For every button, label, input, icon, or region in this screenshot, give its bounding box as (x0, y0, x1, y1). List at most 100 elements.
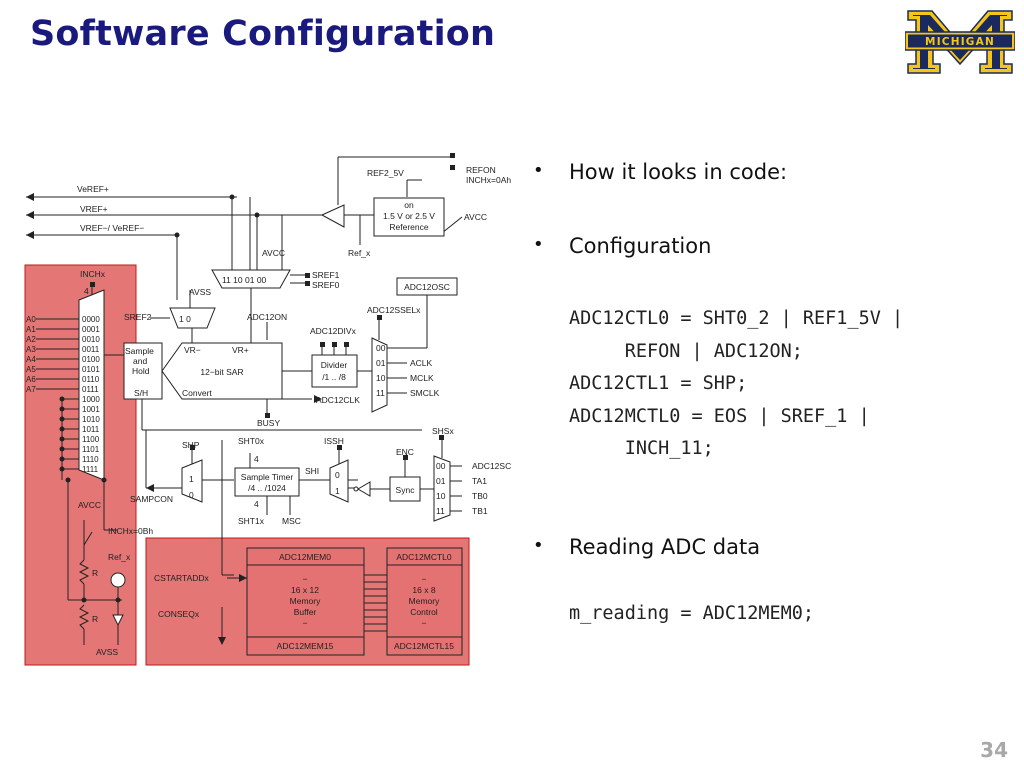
code-reading: m_reading = ADC12MEM0; (569, 603, 815, 624)
label-sync: Sync (396, 485, 416, 495)
label-avcc-ref: AVCC (464, 212, 487, 222)
label-tb0: TB0 (472, 491, 488, 501)
label-control: Control (410, 607, 438, 617)
label-adc12mem15: ADC12MEM15 (277, 641, 334, 651)
label-clk-01: 01 (376, 358, 386, 368)
mux-code-1111: 1111 (82, 465, 99, 474)
label-mctl-dash-top: − (422, 574, 427, 584)
mux-code-0001: 0001 (82, 325, 100, 334)
label-msc: MSC (282, 516, 301, 526)
adc12-block-diagram: VeREF+ VREF+ VREF−/ VeREF− REF2_5V REFON… (22, 150, 512, 670)
label-inchx-0ah: INCHx=0Ah (466, 175, 511, 185)
label-ref-x-left: Ref_x (108, 552, 131, 562)
mux-code-0100: 0100 (82, 355, 100, 364)
label-shi: SHI (305, 466, 319, 476)
code-configuration: ADC12CTL0 = SHT0_2 | REF1_5V | REFON | A… (569, 308, 904, 459)
label-adc12mctl15: ADC12MCTL15 (394, 641, 454, 651)
label-sht0x: SHT0x (238, 436, 265, 446)
logo-wordmark: MICHIGAN (925, 36, 995, 48)
label-conseq: CONSEQx (158, 609, 200, 619)
label-ta1: TA1 (472, 476, 487, 486)
label-adc12mctl0: ADC12MCTL0 (396, 552, 452, 562)
label-sref1: SREF1 (312, 270, 340, 280)
label-busy: BUSY (257, 418, 280, 428)
bullet-dot: • (533, 535, 544, 556)
label-avss: AVSS (189, 287, 211, 297)
label-mux-sh-1: 1 (189, 474, 194, 484)
bullet-dot: • (533, 234, 544, 255)
ref-voltage-text: 1.5 V or 2.5 V (383, 211, 435, 221)
label-mem-dash-top: − (303, 574, 308, 584)
mux-code-0011: 0011 (82, 345, 100, 354)
mux-code-0110: 0110 (82, 375, 100, 384)
label-mctl-memory: Memory (409, 596, 440, 606)
label-mem-size: 16 x 12 (291, 585, 319, 595)
label-sht1-bits: 4 (254, 499, 259, 509)
label-vref-minus: VREF−/ VeREF− (80, 223, 144, 233)
label-adc12sc: ADC12SC (472, 461, 511, 471)
label-convert: Convert (182, 388, 212, 398)
label-avss-left: AVSS (96, 647, 118, 657)
label-adc12on: ADC12ON (247, 312, 287, 322)
label-s-h: S/H (134, 388, 148, 398)
mux-code-1101: 1101 (82, 445, 100, 454)
memory-highlight (145, 537, 470, 666)
label-adc12osc: ADC12OSC (404, 282, 450, 292)
label-shs-00: 00 (436, 461, 446, 471)
mux-code-1011: 1011 (82, 425, 100, 434)
mux-code-0000: 0000 (82, 315, 100, 324)
label-clk-11: 11 (376, 388, 385, 398)
ref-on-text: on (404, 200, 414, 210)
label-adc12ssel: ADC12SSELx (367, 305, 421, 315)
michigan-logo: MICHIGAN (904, 8, 1016, 76)
label-shp: SHP (182, 440, 200, 450)
label-mux-sh-0: 0 (189, 490, 194, 500)
input-label-a4: A4 (26, 355, 36, 364)
mux-code-0101: 0101 (82, 365, 100, 374)
label-ref2-5v: REF2_5V (367, 168, 404, 178)
label-memory: Memory (290, 596, 321, 606)
label-r-lower: R (92, 614, 98, 624)
input-label-a1: A1 (26, 325, 36, 334)
reference-label: Reference (389, 222, 428, 232)
label-sample-timer: Sample Timer (241, 472, 294, 482)
label-mctl-dash-bottom: − (422, 618, 427, 628)
bullet-dot: • (533, 160, 544, 181)
label-refon: REFON (466, 165, 496, 175)
label-issh-0: 0 (335, 470, 340, 480)
label-vref-plus: VREF+ (80, 204, 108, 214)
label-sref-codes: 11 10 01 00 (222, 275, 267, 285)
mux-code-0111: 0111 (82, 385, 99, 394)
mux-code-1010: 1010 (82, 415, 100, 424)
label-shs-10: 10 (436, 491, 446, 501)
label-vr-plus: VR+ (232, 345, 249, 355)
mux-code-1001: 1001 (82, 405, 100, 414)
input-label-a7: A7 (26, 385, 36, 394)
label-buffer: Buffer (294, 607, 317, 617)
label-smclk: SMCLK (410, 388, 440, 398)
input-label-a2: A2 (26, 335, 36, 344)
label-cstartadd: CSTARTADDx (154, 573, 210, 583)
label-clk-00: 00 (376, 343, 386, 353)
label-issh: ISSH (324, 436, 344, 446)
label-clk-10: 10 (376, 373, 386, 383)
label-inch-bits: 4 (84, 286, 89, 296)
label-veref-plus: VeREF+ (77, 184, 109, 194)
input-label-a0: A0 (26, 315, 36, 324)
label-inchx: INCHx (80, 269, 106, 279)
label-sar: 12−bit SAR (200, 367, 243, 377)
label-avcc-top: AVCC (262, 248, 285, 258)
label-adc12div: ADC12DIVx (310, 326, 357, 336)
label-sampcon: SAMPCON (130, 494, 173, 504)
label-inchx-0bh: INCHx=0Bh (108, 526, 153, 536)
input-label-a6: A6 (26, 375, 36, 384)
slide-title: Software Configuration (30, 14, 496, 54)
label-ref-x-top: Ref_x (348, 248, 371, 258)
input-label-a5: A5 (26, 365, 36, 374)
label-avcc-left: AVCC (78, 500, 101, 510)
label-enc: ENC (396, 447, 414, 457)
label-aclk: ACLK (410, 358, 433, 368)
label-sht1x: SHT1x (238, 516, 265, 526)
label-r-upper: R (92, 568, 98, 578)
mux-code-1100: 1100 (82, 435, 100, 444)
